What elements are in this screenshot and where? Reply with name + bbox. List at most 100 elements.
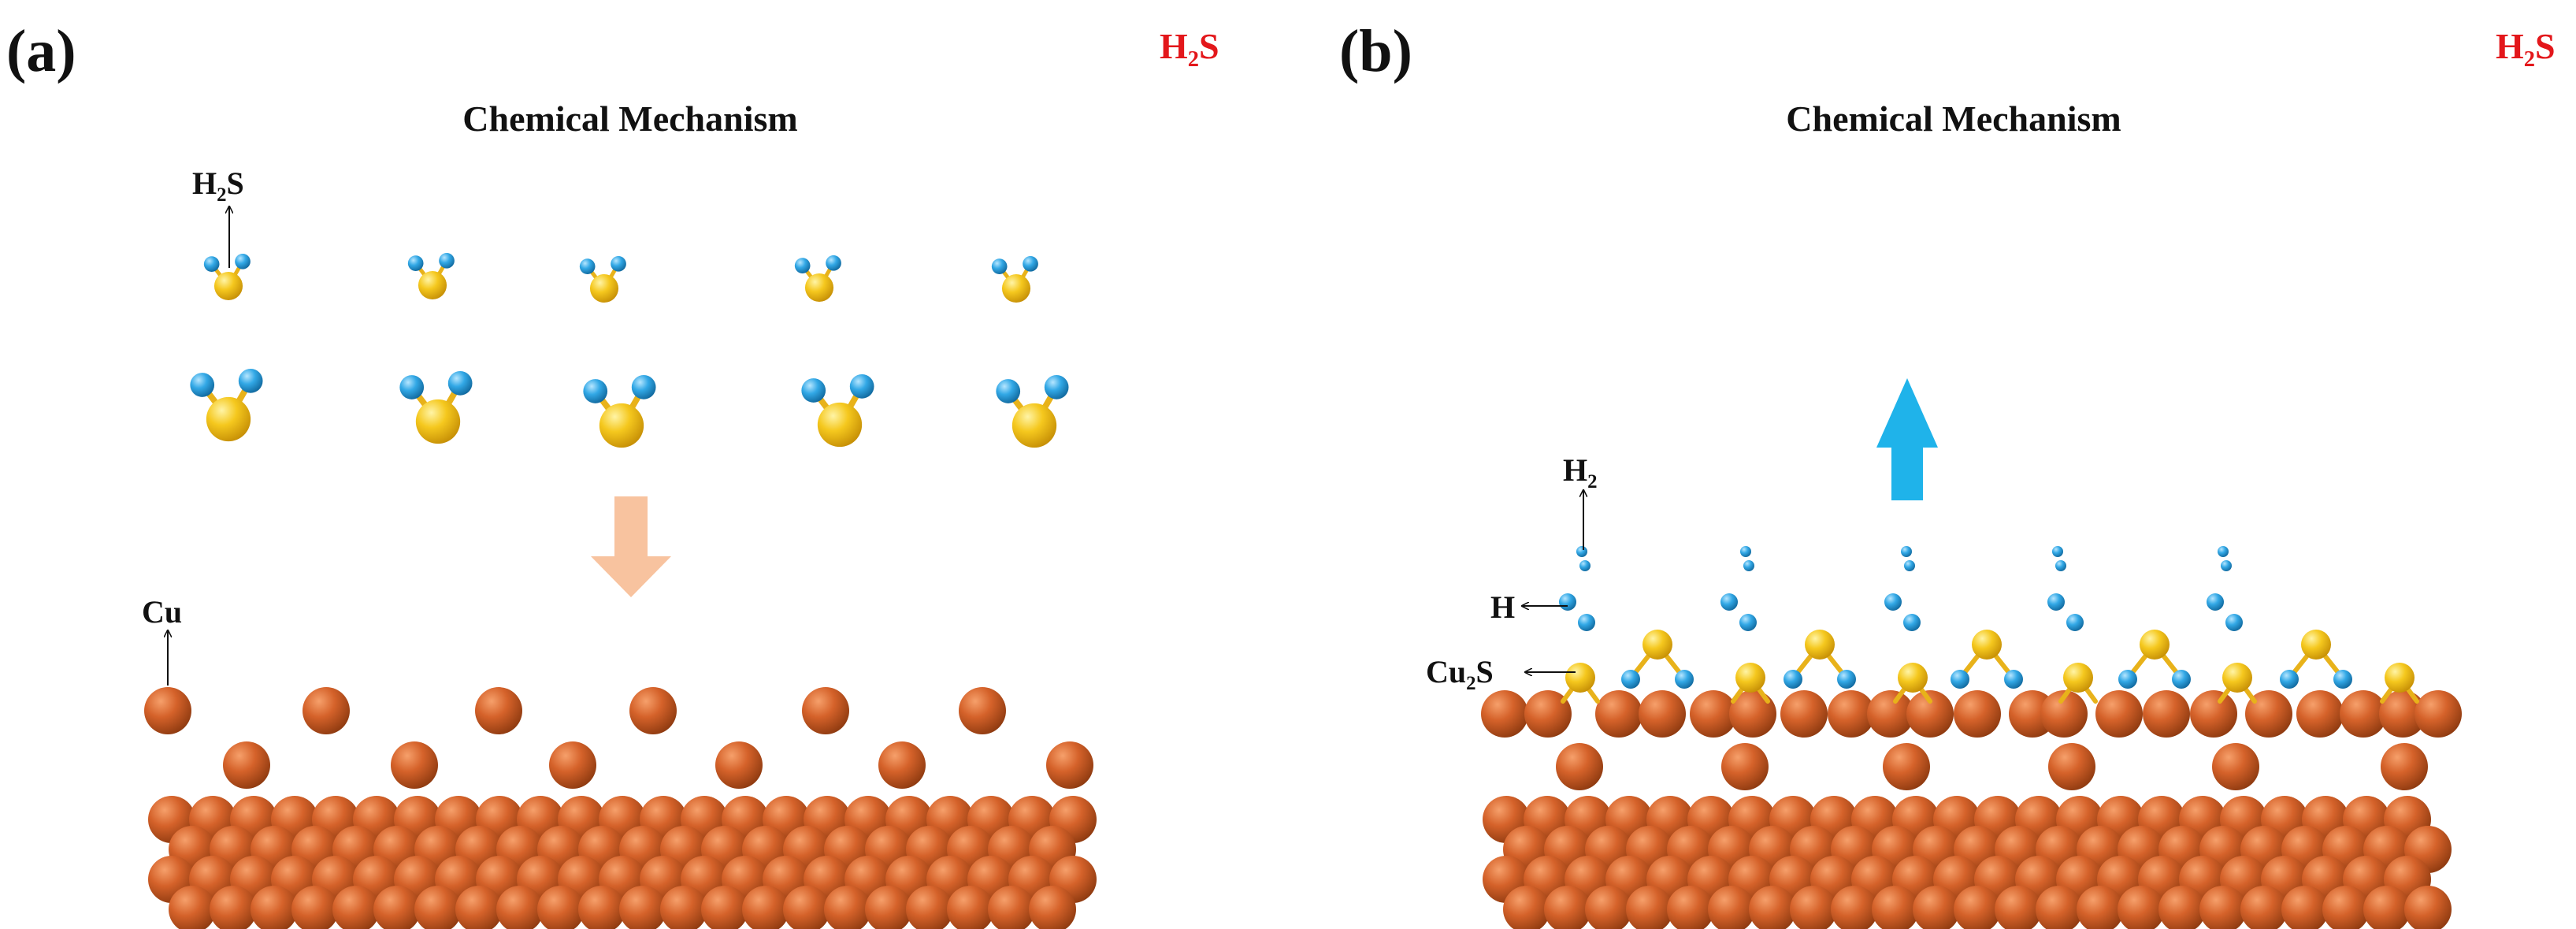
hydrogen-atom <box>1044 375 1069 399</box>
hydrogen-atom <box>1621 670 1640 689</box>
surface-copper-atom <box>1524 690 1572 738</box>
h2s-molecule <box>1951 630 2023 689</box>
panel-a-title: Chemical Mechanism <box>462 98 797 139</box>
hydrogen-atom <box>1884 593 1902 611</box>
h2s-molecule <box>407 253 455 300</box>
surface-copper-atom <box>1481 690 1528 738</box>
surface-copper-atom <box>1954 690 2001 738</box>
down-arrow <box>591 496 671 597</box>
surface-copper-atom <box>2040 690 2088 738</box>
panel-b-legend: H2S <box>2496 26 2556 72</box>
h2s-molecule <box>2118 630 2191 689</box>
sulfur-atom <box>2222 663 2252 693</box>
copper-adatom <box>549 741 596 789</box>
panel-b-copper-slab <box>1481 690 2462 929</box>
copper-atom <box>1503 886 1550 929</box>
hydrogen-atom <box>2004 670 2023 689</box>
hydrogen-atom <box>996 379 1021 403</box>
hydrogen-atom <box>1579 560 1591 571</box>
sulfur-atom <box>213 271 243 301</box>
copper-atom <box>1913 886 1960 929</box>
copper-adatom <box>2381 743 2428 790</box>
h2s-molecule <box>583 375 656 448</box>
copper-atom <box>2363 886 2411 929</box>
copper-atom <box>2158 886 2206 929</box>
hydrogen-atom <box>794 258 811 273</box>
copper-atom <box>332 886 380 929</box>
h2s-molecule <box>1621 630 1694 689</box>
copper-atom <box>537 886 585 929</box>
cu-atom-label: Cu <box>142 594 182 630</box>
copper-adatom <box>1883 743 1930 790</box>
h2s-molecule <box>190 369 263 442</box>
surface-copper-atom <box>2379 690 2426 738</box>
surface-copper-atom <box>1828 690 1875 738</box>
panel-b: (b) Chemical Mechanism H2S H2 H Cu2S <box>1339 18 2556 929</box>
hydrogen-atom <box>2280 670 2299 689</box>
copper-atom <box>742 886 789 929</box>
sulfur-atom <box>2385 663 2415 693</box>
hydrogen-atom <box>1901 546 1912 557</box>
hydrogen-atom <box>631 375 656 399</box>
copper-atom <box>496 886 544 929</box>
copper-adatom <box>1721 743 1769 790</box>
copper-atom <box>906 886 953 929</box>
panel-a: (a) Chemical Mechanism H2S H2S Cu <box>6 18 1219 929</box>
surface-copper-atom <box>2143 690 2190 738</box>
copper-atom <box>1626 886 1673 929</box>
hydrogen-atom <box>1951 670 1969 689</box>
surface-copper-atom <box>1906 690 1954 738</box>
copper-atom <box>701 886 748 929</box>
hydrogen-atom <box>1023 256 1038 272</box>
hydrogen-atom <box>235 254 251 269</box>
h-label: H <box>1490 589 1515 625</box>
hydrogen-atom <box>1904 560 1915 571</box>
copper-atom <box>947 886 994 929</box>
copper-atom <box>619 886 666 929</box>
hydrogen-atom <box>2047 593 2065 611</box>
copper-atom <box>2322 886 2370 929</box>
hydrogen-atom <box>1720 593 1738 611</box>
h2-label: H2 <box>1563 452 1598 492</box>
copper-atom <box>1790 886 1837 929</box>
copper-atom <box>1585 886 1632 929</box>
hydrogen-atom <box>849 374 874 399</box>
sulfur-atom <box>1735 663 1765 693</box>
copper-adatom <box>303 687 350 734</box>
hydrogen-atom <box>2172 670 2191 689</box>
sulfur-atom <box>2301 630 2331 660</box>
copper-atom <box>455 886 503 929</box>
hydrogen-atom <box>1578 614 1595 631</box>
copper-atom <box>373 886 421 929</box>
hydrogen-atom <box>2333 670 2352 689</box>
up-arrow <box>1876 378 1938 500</box>
hydrogen-atom <box>611 256 626 272</box>
surface-copper-atom <box>1595 690 1642 738</box>
copper-atom <box>1708 886 1755 929</box>
copper-atom <box>578 886 625 929</box>
sulfur-atom <box>804 273 834 303</box>
copper-atom <box>865 886 912 929</box>
hydrogen-atom <box>583 379 608 403</box>
sulfur-atom <box>418 270 447 300</box>
sulfur-atom <box>589 273 619 303</box>
copper-atom <box>988 886 1035 929</box>
copper-atom <box>2240 886 2288 929</box>
sulfur-atom <box>415 399 461 444</box>
panel-b-letter: (b) <box>1339 18 1412 84</box>
panel-a-legend: H2S <box>1160 26 1219 72</box>
copper-atom <box>824 886 871 929</box>
copper-atom <box>291 886 339 929</box>
hydrogen-atom <box>801 378 826 403</box>
h2s-molecule <box>996 375 1069 448</box>
sulfur-atom <box>599 403 644 448</box>
hydrogen-atom <box>1903 614 1921 631</box>
sulfur-atom <box>1565 663 1595 693</box>
sulfur-atom <box>1001 273 1031 303</box>
panel-a-molecules <box>190 253 1069 448</box>
copper-atom <box>1667 886 1714 929</box>
copper-atom <box>169 886 216 929</box>
h2s-molecule <box>2280 630 2352 689</box>
h2s-molecule <box>794 255 841 303</box>
